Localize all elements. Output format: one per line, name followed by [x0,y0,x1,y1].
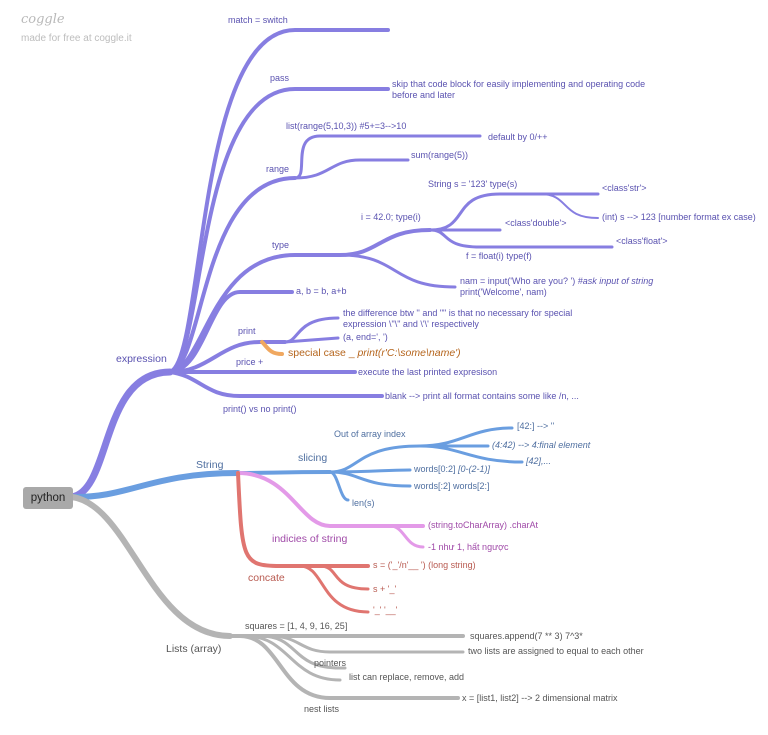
special-code: print(r'C:\some\name') [357,347,461,359]
node-matrix[interactable]: x = [list1, list2] --> 2 dimensional mat… [462,693,618,703]
node-range-sum[interactable]: sum(range(5)) [411,150,469,160]
node-s-quote[interactable]: '_' '__' [373,605,398,615]
branch-type-float [428,228,614,249]
node-range-default[interactable]: default by 0/++ [488,132,548,142]
node-price-note[interactable]: execute the last printed expresison [358,367,498,377]
node-indicies[interactable]: indicies of string [272,533,348,545]
node-range[interactable]: range [266,164,290,174]
root-node-python[interactable]: python [23,487,73,509]
branch-indicies [236,471,425,528]
node-pass[interactable]: pass [270,73,290,83]
node-append[interactable]: squares.append(7 ** 3) 7^3* [470,631,583,641]
node-type-int[interactable]: (int) s --> 123 [number format ex case) [602,212,756,222]
branch-print-vs [168,370,384,398]
node-s42[interactable]: [42:] --> '' [517,421,555,431]
branch-negative [388,524,425,549]
node-concate[interactable]: concate [248,572,285,584]
node-match[interactable]: match = switch [228,15,288,25]
node-lists[interactable]: Lists (array) [166,643,222,655]
branch-root-lists [69,494,233,639]
node-type-i[interactable]: i = 42.0; type(i) [361,212,421,222]
branch-type [168,228,432,374]
node-s4-42[interactable]: (4:42) --> 4:final element [492,440,591,450]
node-out-of-index[interactable]: Out of array index [334,429,406,439]
node-price[interactable]: price + [236,357,264,367]
branch-special [260,340,284,356]
input-print: print('Welcome', nam) [460,287,547,297]
node-assign[interactable]: two lists are assigned to equal to each … [468,646,644,656]
node-type-string[interactable]: String s = '123' type(s) [428,179,518,189]
node-class-double[interactable]: <class'double'> [505,218,567,228]
node-type-input[interactable]: nam = input('Who are you? ') #ask input … [460,276,653,298]
node-s-plus[interactable]: s + '_' [373,584,397,594]
branch-s42b [418,444,524,464]
branch-s-plus [318,564,370,591]
node-string[interactable]: String [196,459,224,471]
node-long-string[interactable]: s = ('_'/n'__ ') (long string) [373,560,476,570]
branch-type-int [539,193,599,219]
branch-pointers [258,634,347,670]
node-pass-note[interactable]: skip that code block for easily implemen… [392,79,646,100]
branch-nest [238,634,460,700]
node-expression[interactable]: expression [116,353,167,365]
node-negative[interactable]: -1 như 1, hất ngược [428,542,509,552]
branch-type-input [338,253,457,289]
node-len[interactable]: len(s) [352,498,375,508]
branch-range [168,176,297,374]
branch-type-str [428,192,600,232]
words02-note: [0-(2-1)] [458,464,491,474]
branch-root-string [69,470,241,501]
branch-len [328,470,350,502]
node-type-float[interactable]: f = float(i) type(f) [466,251,532,261]
branch-assign [268,634,465,654]
input-code: nam = input('Who are you? ') [460,276,576,286]
node-pointers[interactable]: pointers [314,658,347,668]
branch-range-list [293,134,482,180]
node-words2[interactable]: words[:2] words[2:] [414,481,490,491]
branch-replace [243,634,342,682]
node-print[interactable]: print [238,326,256,336]
node-print-vs-note[interactable]: blank --> print all format contains some… [385,391,579,401]
node-char-at[interactable]: (string.toCharArray) .charAt [428,520,539,530]
branch-swap [168,290,294,374]
branch-concate [236,471,370,568]
node-type[interactable]: type [272,240,290,250]
branch-s-quote [298,564,370,614]
node-print-note[interactable]: the difference btw '' and "" is that no … [343,308,573,329]
node-print-vs[interactable]: print() vs no print() [223,404,297,414]
node-print-end[interactable]: (a, end=', ') [343,332,388,342]
branch-range-sum [293,158,410,180]
node-class-str[interactable]: <class'str'> [602,183,647,193]
node-words02[interactable]: words[0:2] [0-(2-1)] [414,464,490,475]
node-s42b[interactable]: [42],... [526,456,552,466]
branch-pass [168,87,390,374]
node-slicing[interactable]: slicing [298,452,328,464]
branch-words2 [328,470,412,488]
coggle-tagline: made for free at coggle.it [21,33,132,44]
branch-print-end [283,336,340,344]
node-swap[interactable]: a, b = b, a+b [296,286,347,296]
coggle-logo: coggle [21,12,65,27]
node-nest[interactable]: nest lists [304,704,340,714]
branch-root-expression [68,368,174,501]
words02-code: words[0:2] [414,464,456,474]
node-class-float[interactable]: <class'float'> [616,236,668,246]
node-special-case[interactable]: special case _ print(r'C:\some\name') [288,348,461,359]
special-prefix: special case _ [288,347,358,359]
node-range-list[interactable]: list(range(5,10,3)) #5+=3-->10 [286,121,407,131]
input-comment: #ask input of string [577,276,654,286]
node-replace[interactable]: list can replace, remove, add [349,672,465,682]
node-squares[interactable]: squares = [1, 4, 9, 16, 25] [245,621,348,631]
